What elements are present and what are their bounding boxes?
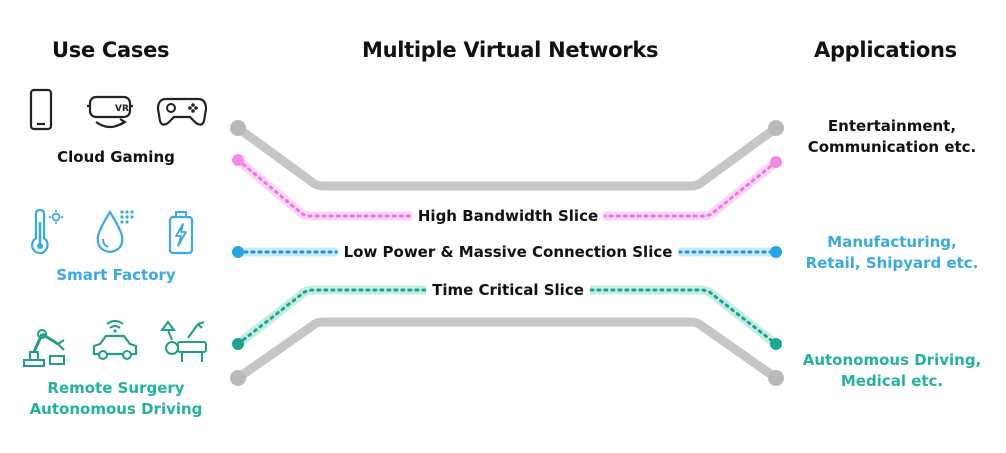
use-case-smart-factory: Smart Factory	[56, 266, 176, 284]
network-boundary-bottom	[233, 317, 781, 383]
slice-endpoint	[232, 154, 244, 166]
slice-label-high-bandwidth: High Bandwidth Slice	[411, 206, 605, 226]
application-line: Retail, Shipyard etc.	[805, 254, 979, 272]
application-autonomous-driving: Autonomous Driving, Medical etc.	[792, 350, 992, 392]
battery-icon	[168, 211, 194, 255]
connected-car-icon	[92, 320, 138, 360]
application-line: Manufacturing,	[827, 233, 957, 251]
application-entertainment: Entertainment, Communication etc.	[792, 116, 992, 158]
slice-label-low-power: Low Power & Massive Connection Slice	[337, 242, 679, 262]
smartphone-icon	[29, 88, 53, 131]
gamepad-icon	[156, 97, 208, 126]
application-manufacturing: Manufacturing, Retail, Shipyard etc.	[792, 232, 992, 274]
application-line: Autonomous Driving,	[802, 351, 982, 369]
use-case-line: Remote Surgery	[47, 379, 185, 397]
application-line: Entertainment,	[827, 117, 957, 135]
slice-label-time-critical: Time Critical Slice	[426, 280, 590, 300]
use-case-cloud-gaming: Cloud Gaming	[57, 148, 175, 166]
svg-text:VR: VR	[115, 104, 129, 114]
header-use-cases: Use Cases	[52, 38, 170, 62]
boundary-endpoint	[768, 370, 784, 386]
thermometer-icon	[30, 208, 63, 255]
boundary-endpoint	[768, 120, 784, 136]
slice-endpoint	[232, 246, 244, 258]
slice-endpoint	[232, 338, 244, 350]
application-line: Communication etc.	[807, 138, 977, 156]
surgery-equipment-icon	[160, 320, 207, 362]
slice-endpoint	[770, 156, 782, 168]
water-drop-icon	[96, 209, 134, 254]
robot-arm-icon	[23, 329, 65, 367]
network-boundary-top	[233, 123, 781, 191]
boundary-endpoint	[230, 120, 246, 136]
header-applications: Applications	[814, 38, 957, 62]
vr-headset-icon: VR	[87, 95, 133, 129]
use-case-line: Autonomous Driving	[29, 400, 203, 418]
slice-endpoint	[770, 246, 782, 258]
boundary-endpoint	[230, 370, 246, 386]
use-case-remote-surgery-autonomous-driving: Remote Surgery Autonomous Driving	[8, 378, 224, 420]
slice-endpoint	[770, 338, 782, 350]
header-multiple-virtual-networks: Multiple Virtual Networks	[362, 38, 659, 62]
application-line: Medical etc.	[840, 372, 944, 390]
